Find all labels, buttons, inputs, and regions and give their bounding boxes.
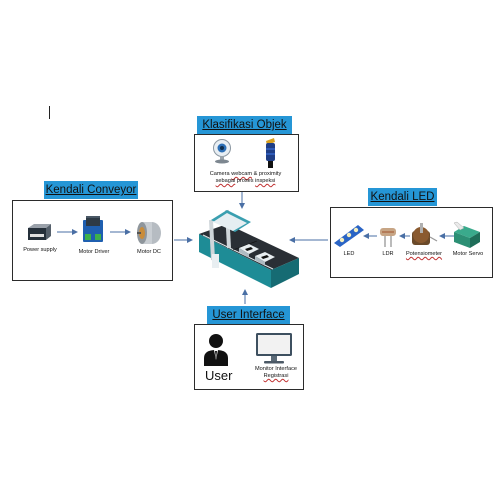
monitor-caption-line1: Monitor Interface <box>255 366 297 372</box>
conveyor-label-power-supply: Power supply <box>23 247 57 253</box>
klasifikasi-panel <box>194 134 299 192</box>
led-label-ldr: LDR <box>382 251 394 257</box>
conveyor-machine-icon <box>199 209 299 288</box>
potentiometer-icon <box>412 223 438 245</box>
conveyor-label-motor-dc: Motor DC <box>137 249 161 255</box>
webcam-icon <box>213 139 231 164</box>
caption-part: proses <box>235 178 256 184</box>
caption-sebagai: sebagai <box>215 178 236 184</box>
ui-title: User Interface <box>207 306 290 324</box>
user-label: User <box>205 368 233 383</box>
led-strip-icon <box>334 225 364 247</box>
caption-part: & proximity <box>252 171 282 177</box>
caption-inspeksi: inspeksi <box>255 178 276 184</box>
klasifikasi-title: Klasifikasi Objek <box>197 116 292 134</box>
monitor-caption: Monitor Interface Registrasi <box>246 366 306 380</box>
led-label-motor-servo: Motor Servo <box>452 251 484 257</box>
proximity-sensor-icon <box>266 138 275 168</box>
motor-dc-icon <box>137 222 161 244</box>
power-supply-icon <box>28 224 51 240</box>
ldr-icon <box>380 228 396 247</box>
led-label-led: LED <box>343 251 355 257</box>
motor-servo-icon <box>453 221 480 248</box>
led-label-potensiometer: Potensiometer <box>405 251 443 257</box>
motor-driver-icon <box>83 216 103 242</box>
text-cursor <box>49 106 50 119</box>
conveyor-title: Kendali Conveyor <box>44 181 138 199</box>
led-title: Kendali LED <box>368 188 437 206</box>
monitor-caption-line2: Registrasi <box>263 373 289 379</box>
conveyor-label-motor-driver: Motor Driver <box>78 249 110 255</box>
caption-part: Camera <box>209 171 232 177</box>
klasifikasi-caption: Camera webcam & proximity sebagai proses… <box>197 171 294 185</box>
monitor-icon <box>256 333 292 364</box>
caption-webcam: webcam <box>231 171 253 177</box>
user-icon <box>204 334 228 366</box>
